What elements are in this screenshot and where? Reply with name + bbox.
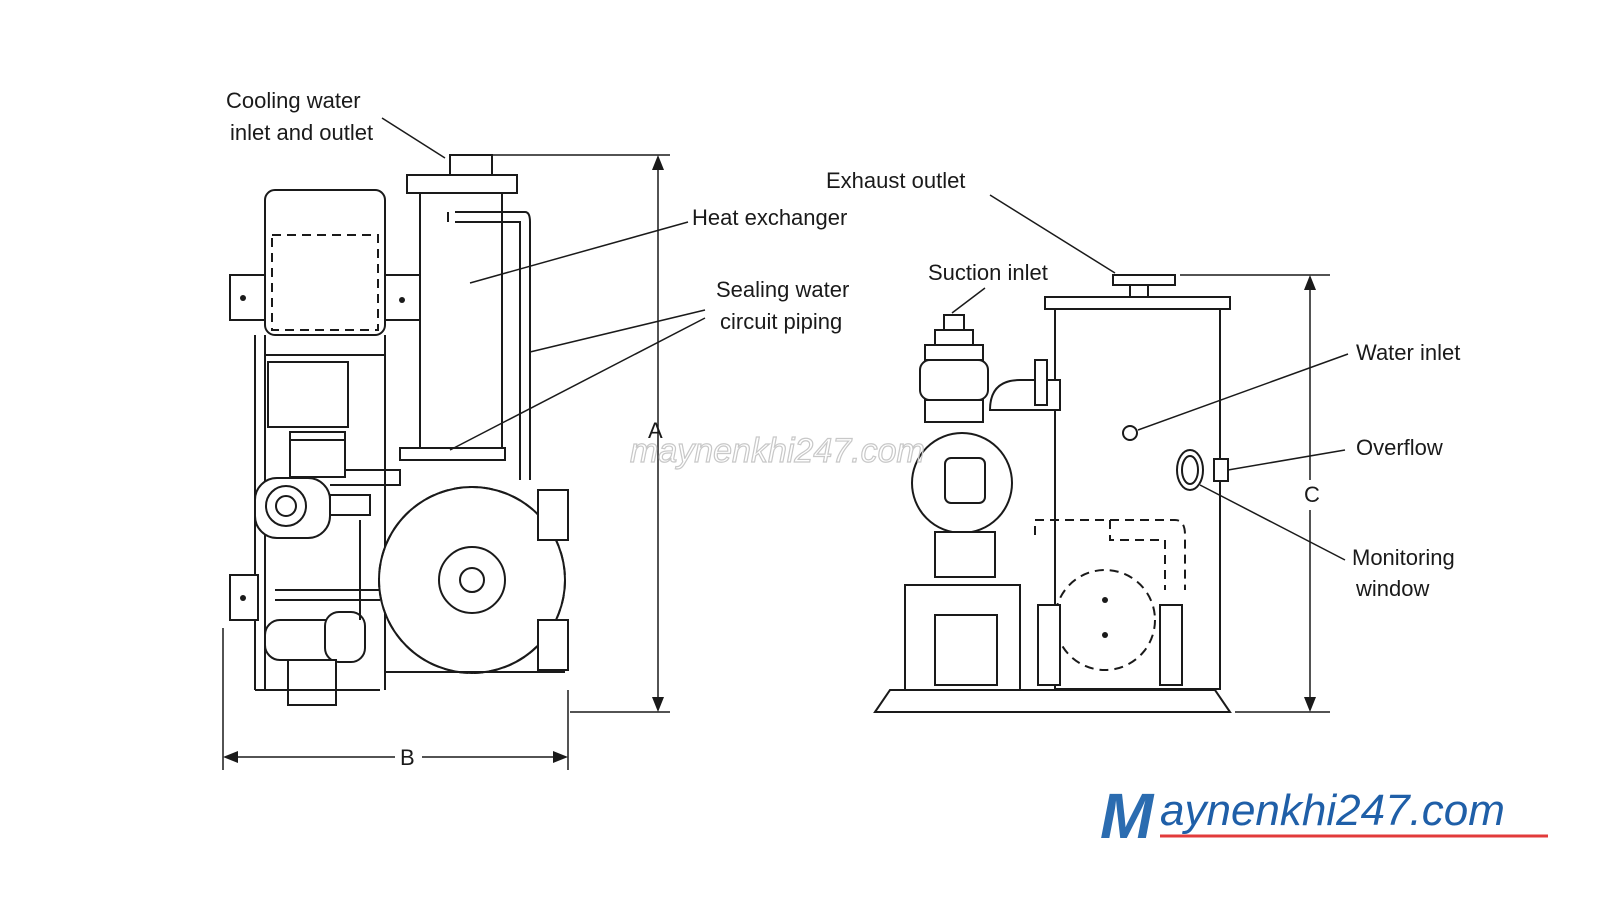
label-overflow: Overflow <box>1356 435 1443 460</box>
label-monitoring-window-line1: Monitoring <box>1352 545 1455 570</box>
label-exhaust-outlet: Exhaust outlet <box>826 168 965 193</box>
label-cooling-water-line1: Cooling water <box>226 88 361 113</box>
right-view-drawing <box>873 274 1232 713</box>
label-water-inlet: Water inlet <box>1356 340 1460 365</box>
left-leader-lines <box>381 117 706 451</box>
label-sealing-water-line2: circuit piping <box>720 309 842 334</box>
left-view-labels: Cooling water inlet and outlet Heat exch… <box>226 88 849 770</box>
right-dimension-lines <box>1180 274 1330 713</box>
label-suction-inlet: Suction inlet <box>928 260 1048 285</box>
right-leader-lines <box>951 194 1349 561</box>
right-view-labels: Exhaust outlet Suction inlet Water inlet… <box>826 168 1460 601</box>
logo-text: aynenkhi247.com <box>1160 786 1505 835</box>
logo-initial: M <box>1100 780 1155 852</box>
label-monitoring-window-line2: window <box>1355 576 1429 601</box>
dimension-label-a: A <box>648 418 663 443</box>
label-cooling-water-line2: inlet and outlet <box>230 120 373 145</box>
label-sealing-water-line1: Sealing water <box>716 277 849 302</box>
left-view-drawing <box>229 154 569 706</box>
dimension-label-c: C <box>1304 482 1320 507</box>
dimension-label-b: B <box>400 745 415 770</box>
label-heat-exchanger: Heat exchanger <box>692 205 847 230</box>
site-logo: M aynenkhi247.com <box>1100 780 1548 852</box>
watermark-text: maynenkhi247.com <box>630 432 925 470</box>
left-dimension-lines <box>222 154 670 770</box>
